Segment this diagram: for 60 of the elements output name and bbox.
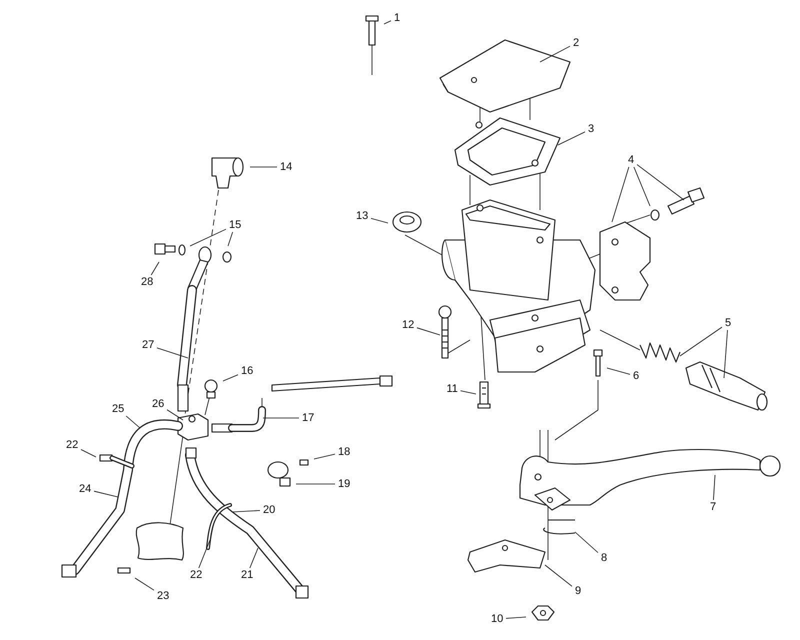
leader-line xyxy=(94,490,118,498)
callout-number: 24 xyxy=(78,483,92,495)
callout-number: 23 xyxy=(156,590,170,602)
leader-line xyxy=(574,532,598,554)
leader-line xyxy=(228,232,234,246)
leader-line xyxy=(544,564,572,587)
callout-number: 3 xyxy=(587,123,596,135)
leader-line xyxy=(314,454,336,460)
leader-line xyxy=(190,228,226,246)
callout-number: 27 xyxy=(141,339,156,351)
leader-line xyxy=(724,330,728,378)
callout-number: 13 xyxy=(355,210,370,222)
leader-line xyxy=(634,166,650,206)
leader-line xyxy=(540,46,570,62)
leader-line xyxy=(506,616,526,619)
callout-number: 4 xyxy=(627,154,636,166)
leader-line xyxy=(384,20,392,24)
callout-number: 18 xyxy=(337,446,352,458)
leader-line xyxy=(198,540,210,568)
leader-line xyxy=(606,368,630,375)
leader-line xyxy=(680,326,722,356)
callout-number: 5 xyxy=(724,317,732,329)
callout-number: 16 xyxy=(240,365,254,377)
callout-number: 20 xyxy=(262,504,276,516)
leader-line xyxy=(156,348,188,358)
leader-line xyxy=(249,548,258,568)
callout-number: 26 xyxy=(151,398,166,410)
callout-number: 12 xyxy=(401,319,416,331)
leader-line xyxy=(250,166,278,168)
callout-number: 19 xyxy=(337,478,352,490)
callout-number: 15 xyxy=(228,219,242,231)
leader-line xyxy=(636,164,684,200)
leader-line xyxy=(166,409,184,420)
callout-number: 22 xyxy=(189,569,204,581)
callout-number: 11 xyxy=(446,383,459,395)
leader-line xyxy=(222,374,238,382)
callout-number: 21 xyxy=(240,569,254,581)
callout-number: 28 xyxy=(140,276,154,288)
leader-line xyxy=(370,218,388,224)
callout-number: 8 xyxy=(600,552,608,564)
callout-number: 14 xyxy=(279,161,294,173)
leader-line xyxy=(558,132,586,146)
callout-number: 6 xyxy=(632,370,640,382)
callout-number: 17 xyxy=(301,412,316,424)
leader-line xyxy=(150,262,160,276)
leader-line xyxy=(232,510,260,512)
callout-number: 25 xyxy=(111,403,126,415)
leader-line xyxy=(80,449,96,458)
callout-number: 22 xyxy=(65,439,80,451)
leader-line xyxy=(416,327,440,336)
callout-number: 1 xyxy=(393,12,402,24)
leader-line xyxy=(134,578,154,591)
callout-number: 7 xyxy=(709,501,718,513)
leader-line xyxy=(612,166,630,222)
leader-line xyxy=(713,474,716,500)
callout-number: 9 xyxy=(574,585,582,597)
leader-line xyxy=(460,390,476,394)
callout-number: 10 xyxy=(490,613,504,625)
leader-line xyxy=(126,416,140,428)
callout-number: 2 xyxy=(572,37,580,49)
